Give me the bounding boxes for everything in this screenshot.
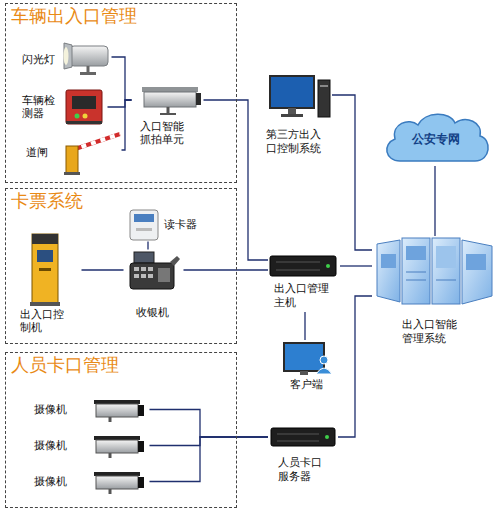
device-node: 摄像机 <box>30 432 150 460</box>
snapshot-camera-icon <box>142 87 201 115</box>
node-label: 第三方出入口控制系统 <box>266 128 324 156</box>
connector <box>332 95 372 250</box>
device-node: 收银机 <box>124 250 184 322</box>
device-node: 摄像机 <box>30 468 150 496</box>
device-node: 出入口智能管理系统 <box>372 236 496 350</box>
device-node: 人员卡口服务器 <box>268 424 338 488</box>
device-node: 车辆检测器 <box>18 86 108 128</box>
connector <box>434 166 435 236</box>
device-node: 出入口控制机 <box>18 228 82 338</box>
node-label: 道闸 <box>26 146 48 160</box>
connector <box>147 242 148 250</box>
node-label: 客户端 <box>290 378 323 392</box>
device-node: 第三方出入口控制系统 <box>262 72 332 158</box>
node-label: 读卡器 <box>164 218 197 232</box>
device-node: 读卡器 <box>126 206 206 242</box>
connector <box>338 296 372 437</box>
device-node: 入口智能抓拍单元 <box>132 84 204 154</box>
device-node: 闪光灯 <box>18 40 112 78</box>
device-node: 出入口管理主机 <box>268 252 340 312</box>
vehicle-detector-icon <box>66 90 102 124</box>
node-label: 出入口管理主机 <box>274 282 332 310</box>
connector <box>304 312 305 340</box>
group-title: 车辆出入口管理 <box>11 6 137 28</box>
connector <box>150 437 269 482</box>
device-node: 道闸 <box>18 132 122 176</box>
connector <box>204 100 269 260</box>
connector <box>150 410 269 438</box>
node-label: 公安专网 <box>412 132 460 147</box>
cash-register-icon <box>130 252 180 289</box>
node-label: 入口智能抓拍单元 <box>140 120 187 148</box>
exit-kiosk-icon <box>30 234 60 306</box>
node-label: 人员卡口服务器 <box>278 456 325 484</box>
node-label: 出入口智能管理系统 <box>402 318 460 346</box>
group-panel: 闪光灯车辆检测器道闸 入口智能抓拍单元 车辆出入口管理 <box>5 3 237 183</box>
camera-icon <box>94 436 144 458</box>
node-label: 摄像机 <box>34 475 67 489</box>
management-screens-icon <box>377 238 492 304</box>
node-label: 摄像机 <box>34 439 67 453</box>
connector <box>184 269 269 270</box>
node-label: 车辆检测器 <box>22 94 58 122</box>
flash-lamp-icon <box>64 43 109 75</box>
connector <box>150 437 269 446</box>
server-icon <box>270 256 336 276</box>
client-monitor-icon <box>284 343 332 375</box>
device-node: 摄像机 <box>30 396 150 424</box>
node-label: 摄像机 <box>34 403 67 417</box>
node-label: 闪光灯 <box>22 53 55 67</box>
barrier-gate-icon <box>64 134 120 175</box>
device-node: 客户端 <box>278 340 334 394</box>
group-panel: 读卡器出入口控制机 收银机 卡票系统 <box>5 188 237 344</box>
card-reader-icon <box>130 210 158 240</box>
node-label: 收银机 <box>136 306 169 320</box>
connector <box>122 100 132 150</box>
connector <box>108 100 132 107</box>
connector <box>112 57 132 100</box>
connector <box>340 265 372 266</box>
group-title: 卡票系统 <box>11 191 83 213</box>
network-cloud: 公安专网 <box>380 108 492 166</box>
camera-icon <box>94 400 144 422</box>
server-icon <box>271 428 335 446</box>
group-panel: 摄像机摄像机摄像机人员卡口管理 <box>5 352 237 508</box>
connector <box>82 269 124 270</box>
node-label: 出入口控制机 <box>20 308 67 336</box>
group-title: 人员卡口管理 <box>11 355 119 377</box>
camera-icon <box>94 472 144 494</box>
computer-icon <box>270 76 330 117</box>
